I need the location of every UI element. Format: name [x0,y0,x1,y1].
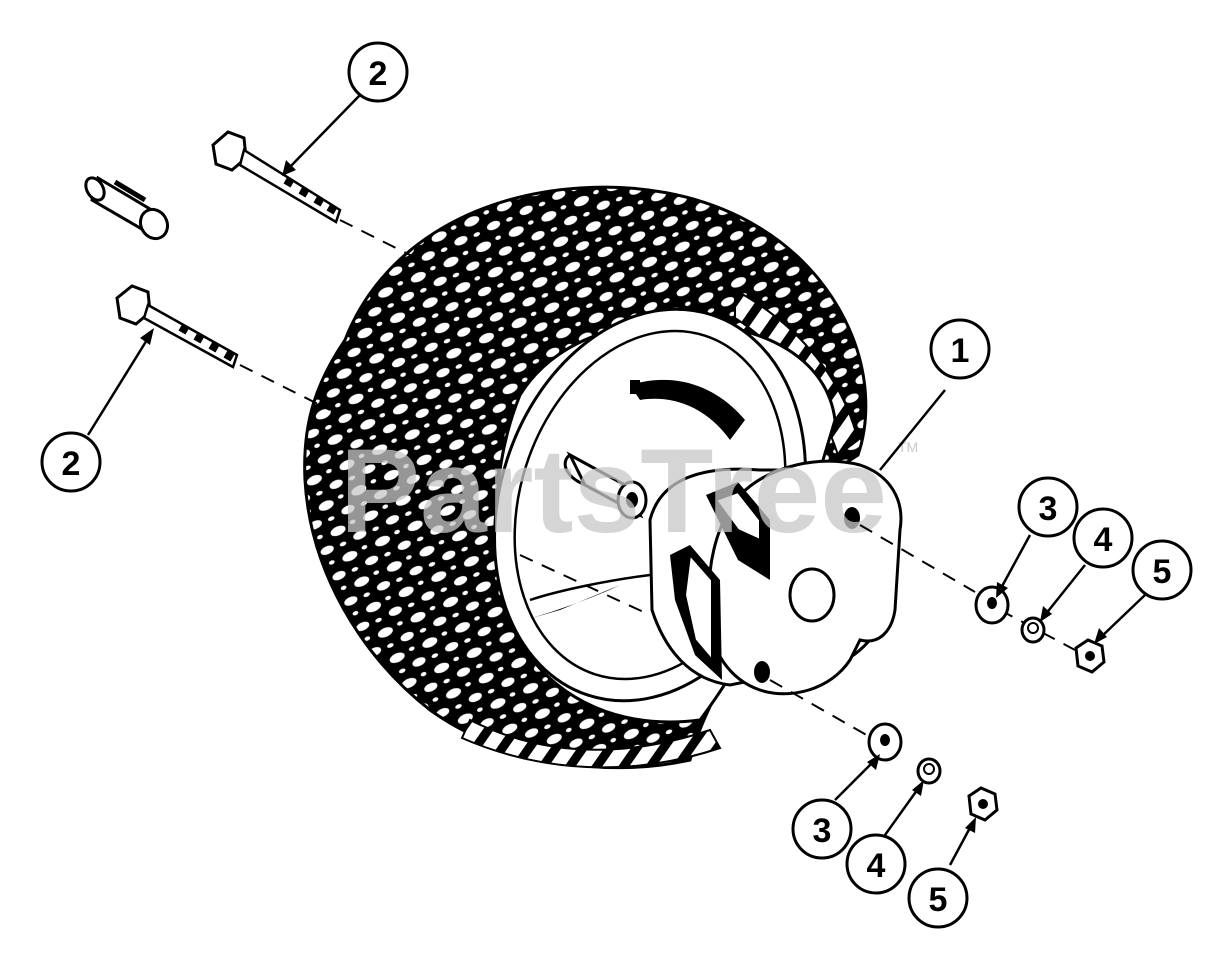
flat-washer-upper [974,585,1010,625]
lock-washer-upper [1020,616,1046,644]
leader-4-upper [1044,564,1086,616]
axle-spacer [563,451,648,520]
watermark-text: PartsTree [340,424,887,558]
leader-3-lower [834,759,876,801]
callout-3-upper-label: 3 [1039,490,1058,528]
tire-bottom-lugs [460,718,722,769]
leader-lines [86,94,1146,866]
leader-5-upper [1099,594,1146,639]
callout-2-top[interactable]: 2 [347,41,409,103]
callout-5-upper-label: 5 [1153,553,1172,591]
callout-1[interactable]: 1 [929,318,991,380]
callout-2-left[interactable]: 2 [40,431,102,493]
hub-lug-upper-face [714,490,761,542]
callouts: 2 2 1 3 4 5 3 [40,41,1193,929]
rim-slot [630,380,640,394]
wheel-hub [648,459,903,696]
callout-2-top-label: 2 [369,55,388,93]
leader-5-lower [948,823,974,866]
hex-nut-upper [1074,638,1106,674]
flat-washer-lower [867,722,903,762]
leader-1 [879,389,946,471]
callout-4-lower-label: 4 [867,847,886,885]
rim-shadow [630,379,745,440]
callout-5-lower[interactable]: 5 [907,867,969,929]
watermark-trademark: TM [898,439,918,455]
assembly-lines [239,219,1076,738]
callout-4-upper-label: 4 [1094,521,1113,559]
hub-lug-lower-face [683,552,713,663]
lock-washer-lower [916,757,942,785]
dash-hub-lower [769,679,871,738]
hub-bolt-hole-lower [754,661,770,683]
axle-sleeve [84,175,170,241]
hub-bolt-hole-upper [844,507,860,529]
callout-5-upper[interactable]: 5 [1131,539,1193,601]
dash-bolt-lower [239,364,331,411]
dash-bolt-upper [339,219,431,266]
leader-3-upper [998,534,1032,591]
callout-3-lower-label: 3 [813,812,832,850]
callout-4-upper[interactable]: 4 [1072,507,1134,569]
callout-3-upper[interactable]: 3 [1017,476,1079,538]
hardware-upper [974,585,1106,674]
hex-nut-lower [967,786,999,822]
hardware-lower [867,722,999,822]
leader-4-lower [883,785,922,836]
callout-2-left-label: 2 [62,445,81,483]
leader-2-left [86,334,152,436]
callout-4-lower[interactable]: 4 [845,833,907,895]
callout-1-label: 1 [951,332,970,370]
hub-center-bore [788,567,836,623]
bolt-upper [211,130,342,224]
watermark: PartsTree TM [340,424,918,558]
callout-5-lower-label: 5 [929,881,948,919]
bolt-lower [115,284,239,369]
callout-3-lower[interactable]: 3 [791,798,853,860]
leader-2-top [286,94,361,171]
